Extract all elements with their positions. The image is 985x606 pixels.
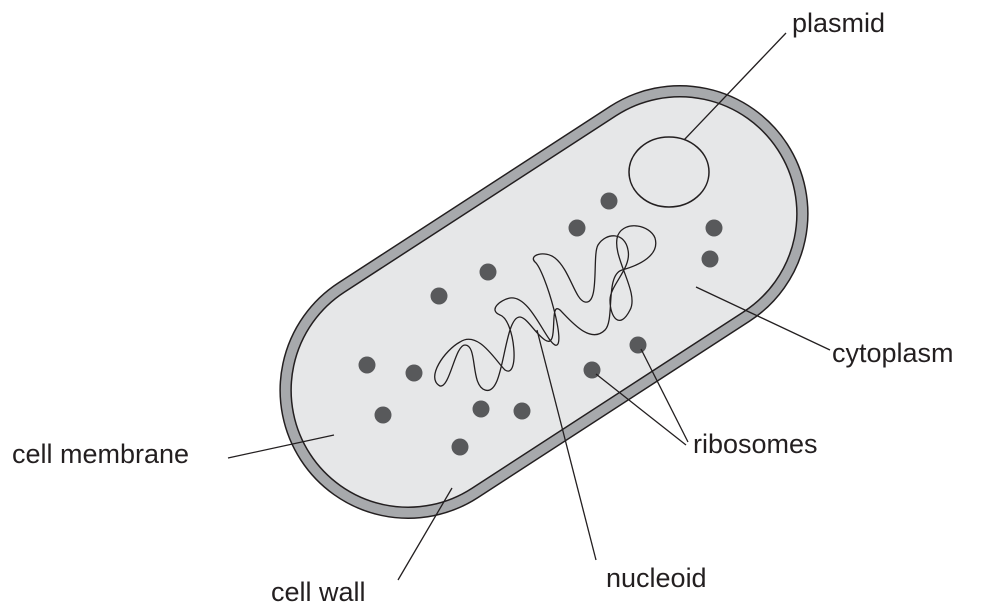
label-cell-wall: cell wall [271,577,366,606]
ribosome [431,288,448,305]
ribosome [473,401,490,418]
label-cytoplasm: cytoplasm [832,338,954,368]
bacterial-cell [231,37,857,568]
ribosome [706,220,723,237]
label-nucleoid: nucleoid [606,563,707,593]
ribosome [514,403,531,420]
label-cell-membrane: cell membrane [12,439,189,469]
ribosome [359,357,376,374]
ribosome [452,439,469,456]
ribosome [569,220,586,237]
label-plasmid: plasmid [792,8,885,38]
ribosome [375,407,392,424]
ribosome [630,337,647,354]
ribosome [702,251,719,268]
cell-membrane [246,52,841,552]
ribosome [406,365,423,382]
label-ribosomes: ribosomes [693,429,818,459]
ribosome [601,193,618,210]
ribosome [480,264,497,281]
